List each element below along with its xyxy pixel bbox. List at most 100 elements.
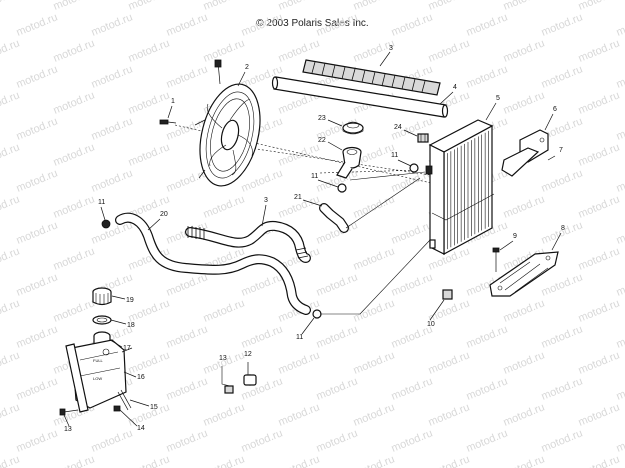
callout-16: 16	[137, 374, 145, 381]
watermark-text: motod.ru	[390, 375, 435, 402]
part-coolant-tube	[271, 76, 449, 118]
watermark-text: motod.ru	[52, 0, 97, 13]
watermark-text: motod.ru	[165, 63, 210, 90]
watermark-text: motod.ru	[202, 453, 247, 468]
watermark-text: motod.ru	[202, 0, 247, 13]
watermark-text: motod.ru	[540, 167, 585, 194]
watermark-text: motod.ru	[277, 453, 322, 468]
watermark-text: motod.ru	[0, 193, 21, 220]
watermark-text: motod.ru	[52, 193, 97, 220]
watermark-text: motod.ru	[502, 401, 547, 428]
part-fitting	[417, 133, 429, 143]
callout-6: 6	[553, 106, 557, 113]
part-filler-neck	[336, 146, 362, 179]
part-radiator-hose-lower	[185, 220, 311, 263]
watermark-text: motod.ru	[315, 375, 360, 402]
part-guard-plate	[489, 251, 559, 297]
watermark-text: motod.ru	[202, 193, 247, 220]
callout-13-lower: 13	[64, 426, 72, 433]
watermark-text: motod.ru	[502, 89, 547, 116]
watermark-text: motod.ru	[540, 219, 585, 246]
watermark-text: motod.ru	[240, 427, 285, 454]
watermark-text: motod.ru	[502, 453, 547, 468]
callout-20: 20	[160, 211, 168, 218]
watermark-text: motod.ru	[540, 375, 585, 402]
watermark-text: motod.ru	[577, 37, 622, 64]
watermark-text: motod.ru	[15, 427, 60, 454]
callout-21: 21	[294, 194, 302, 201]
watermark-text: motod.ru	[502, 193, 547, 220]
watermark-text: motod.ru	[15, 219, 60, 246]
watermark-text: motod.ru	[240, 11, 285, 38]
watermark-text: motod.ru	[0, 245, 21, 272]
watermark-text: motod.ru	[540, 323, 585, 350]
watermark-text: motod.ru	[615, 375, 625, 402]
watermark-text: motod.ru	[352, 245, 397, 272]
watermark-text: motod.ru	[390, 427, 435, 454]
watermark-text: motod.ru	[15, 63, 60, 90]
callout-15: 15	[150, 404, 158, 411]
copyright-text: © 2003 Polaris Sales Inc.	[256, 18, 369, 29]
watermark-text: motod.ru	[90, 115, 135, 142]
svg-text:FULL: FULL	[93, 358, 104, 363]
watermark-text: motod.ru	[315, 271, 360, 298]
watermark-text: motod.ru	[315, 11, 360, 38]
callout-4: 4	[453, 84, 457, 91]
watermark-text: motod.ru	[90, 167, 135, 194]
callout-12: 12	[244, 351, 252, 358]
watermark-text: motod.ru	[615, 323, 625, 350]
watermark-text: motod.ru	[52, 37, 97, 64]
watermark-text: motod.ru	[52, 453, 97, 468]
watermark-text: motod.ru	[0, 37, 21, 64]
watermark-text: motod.ru	[577, 89, 622, 116]
watermark-text: motod.ru	[465, 11, 510, 38]
watermark-text: motod.ru	[465, 323, 510, 350]
watermark-text: motod.ru	[315, 323, 360, 350]
callout-2: 2	[245, 64, 249, 71]
watermark-text: motod.ru	[352, 297, 397, 324]
callout-7: 7	[559, 147, 563, 154]
watermark-text: motod.ru	[240, 167, 285, 194]
part-radiator-cap	[342, 121, 364, 135]
watermark-text: motod.ru	[127, 349, 172, 376]
watermark-text: motod.ru	[352, 349, 397, 376]
watermark-text: motod.ru	[165, 375, 210, 402]
part-sensor-bracket	[221, 362, 257, 394]
watermark-text: motod.ru	[352, 453, 397, 468]
watermark-text: motod.ru	[0, 141, 21, 168]
callout-13-upper: 13	[219, 355, 227, 362]
callout-11-left: 11	[98, 199, 105, 206]
watermark-text: motod.ru	[540, 11, 585, 38]
watermark-text: motod.ru	[165, 11, 210, 38]
watermark-text: motod.ru	[390, 11, 435, 38]
watermark-text: motod.ru	[52, 141, 97, 168]
callout-14: 14	[137, 425, 145, 432]
watermark-text: motod.ru	[615, 167, 625, 194]
watermark-text: motod.ru	[502, 37, 547, 64]
watermark-text: motod.ru	[127, 453, 172, 468]
watermark-text: motod.ru	[540, 427, 585, 454]
watermark-text: motod.ru	[427, 0, 472, 13]
watermark-text: motod.ru	[202, 37, 247, 64]
watermark-text: motod.ru	[502, 349, 547, 376]
watermark-text: motod.ru	[90, 63, 135, 90]
callout-24: 24	[394, 124, 402, 131]
watermark-text: motod.ru	[127, 37, 172, 64]
watermark-text: motod.ru	[277, 349, 322, 376]
part-drain-plug	[442, 289, 453, 300]
watermark-text: motod.ru	[165, 271, 210, 298]
watermark-text: motod.ru	[52, 89, 97, 116]
part-mounting-bracket	[501, 129, 556, 177]
watermark-text: motod.ru	[577, 453, 622, 468]
watermark-text: motod.ru	[0, 297, 21, 324]
watermark-text: motod.ru	[427, 401, 472, 428]
watermark-text: motod.ru	[52, 245, 97, 272]
callout-11-bottom: 11	[296, 334, 303, 341]
watermark-text: motod.ru	[577, 193, 622, 220]
watermark-text: motod.ru	[427, 349, 472, 376]
watermark-text: motod.ru	[577, 349, 622, 376]
watermark-text: motod.ru	[52, 297, 97, 324]
callout-5: 5	[496, 95, 500, 102]
callout-11-right: 11	[391, 152, 398, 159]
